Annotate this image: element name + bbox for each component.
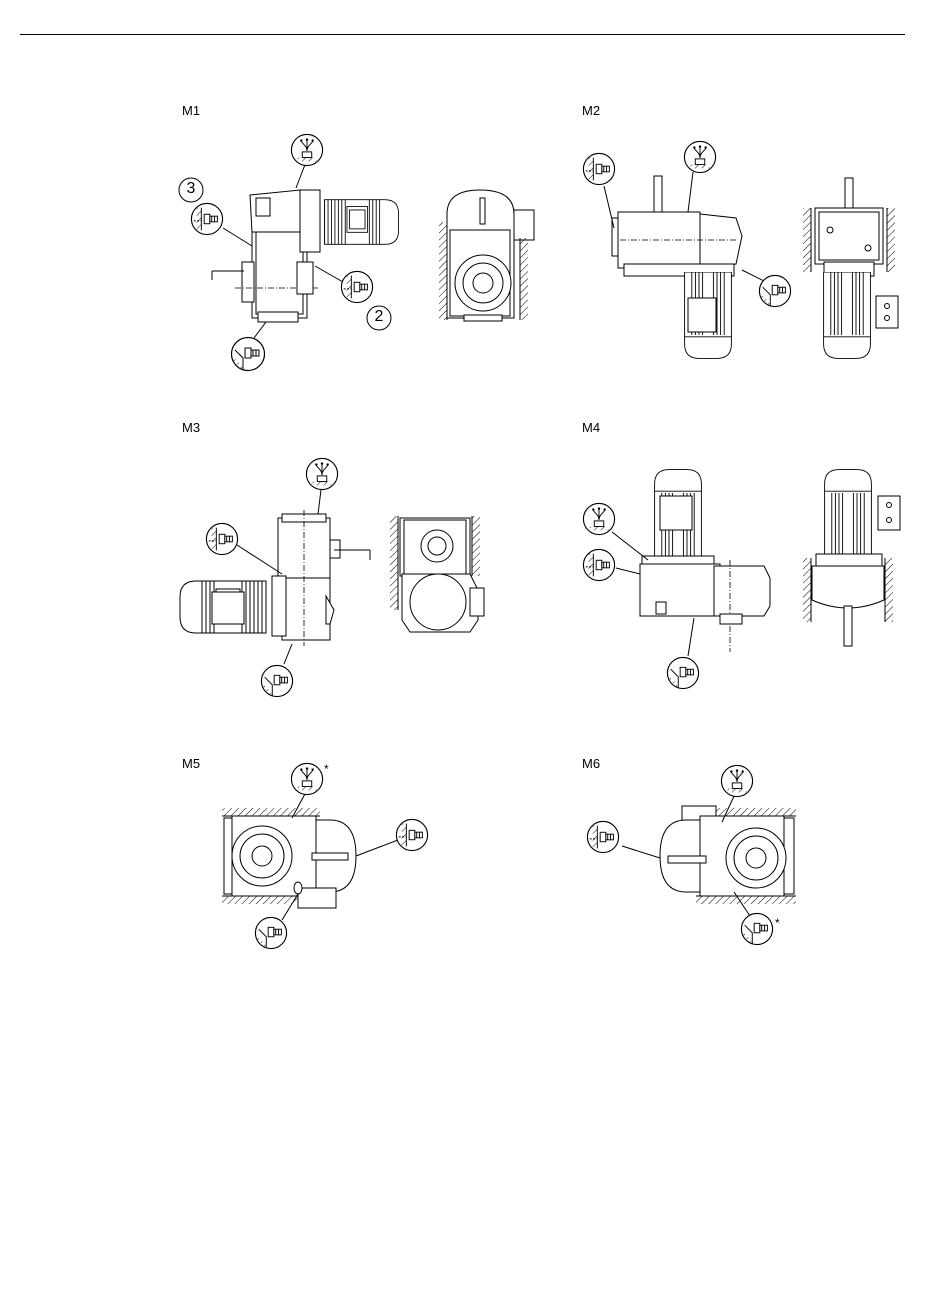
asterisk-note-m6: * — [775, 916, 780, 930]
vent-plug-icon — [720, 764, 754, 798]
oil-level-plug-icon — [586, 820, 620, 854]
drain-plug-icon — [740, 912, 774, 946]
